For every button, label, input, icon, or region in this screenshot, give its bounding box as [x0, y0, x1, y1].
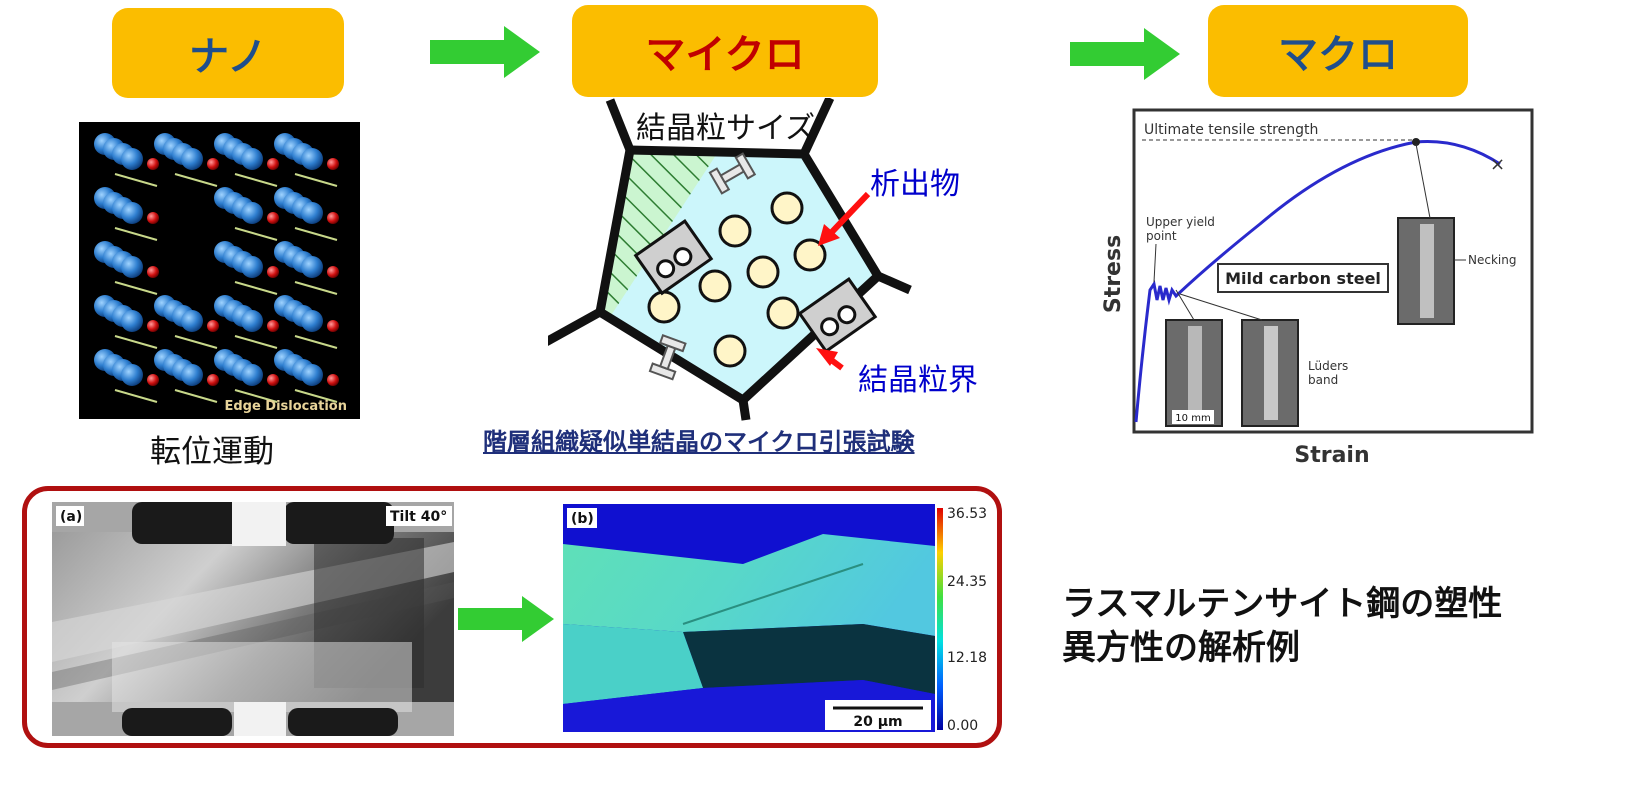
solute-atom [327, 266, 339, 278]
photo-scale-label: 10 mm [1175, 413, 1210, 424]
lattice-bond [114, 281, 158, 295]
solute-atom [327, 320, 339, 332]
solute-atom [267, 158, 279, 170]
grain-boundary-label: 結晶粒界 [858, 363, 978, 398]
arrow-right-icon [458, 596, 554, 642]
solute-atom [267, 320, 279, 332]
grain-size-label: 結晶粒サイズ [636, 111, 815, 146]
solute-atom [267, 374, 279, 386]
stage-micro-label: マイクロ [645, 32, 805, 78]
luders-label: Lüders [1308, 359, 1348, 373]
sem-image: (a) Tilt 40° [52, 502, 454, 736]
precipitate-label: 析出物 [870, 167, 960, 202]
grain-schematic: 結晶粒サイズ 析出物 結晶粒界 [548, 98, 978, 421]
scale-bar-label: 20 μm [853, 714, 902, 730]
lattice-bond [234, 389, 278, 403]
solute-atom [207, 320, 219, 332]
lattice-atom [121, 148, 143, 170]
stage-nano-label: ナノ [189, 34, 267, 80]
lattice-bond [234, 281, 278, 295]
fracture-x-icon: × [1490, 154, 1505, 175]
lattice-bond [294, 281, 338, 295]
lattice-atom [121, 256, 143, 278]
upper-yield-label: Upper yield [1146, 215, 1215, 229]
lattice-bond [294, 335, 338, 349]
micro-caption: 階層組織疑似単結晶のマイクロ引張試験 [483, 428, 915, 456]
lattice-bond [174, 335, 218, 349]
colorbar-tick: 0.00 [947, 718, 978, 734]
stress-strain-diagram: Ultimate tensile strength × Upper yield … [1101, 108, 1534, 468]
lattice-atom [241, 256, 263, 278]
lattice-atom [301, 148, 323, 170]
lattice-atom [241, 202, 263, 224]
sem-panel-label: (a) [60, 509, 82, 525]
map-panel-label: (b) [571, 511, 594, 527]
side-description-line-1: ラスマルテンサイト鋼の塑性 [1062, 584, 1503, 624]
y-axis-label: Stress [1101, 235, 1126, 313]
solute-atom [147, 158, 159, 170]
uts-label: Ultimate tensile strength [1144, 122, 1318, 138]
lattice-bond [174, 173, 218, 187]
lattice-bond [114, 389, 158, 403]
colorbar-tick: 24.35 [947, 574, 987, 590]
colorbar-tick: 36.53 [947, 506, 987, 522]
solute-atom [147, 266, 159, 278]
material-label: Mild carbon steel [1225, 269, 1381, 288]
side-description: ラスマルテンサイト鋼の塑性 異方性の解析例 [1062, 582, 1502, 670]
solute-atom [267, 212, 279, 224]
tilt-label: Tilt 40° [390, 509, 447, 525]
solute-atom [327, 212, 339, 224]
lattice-atom [121, 364, 143, 386]
stage-micro: マイクロ [572, 5, 878, 97]
solute-atom [207, 158, 219, 170]
lattice-bond [114, 173, 158, 187]
lattice-bond [294, 173, 338, 187]
lattice-bond [234, 173, 278, 187]
necking-label: Necking [1468, 253, 1516, 267]
lattice-atom [121, 310, 143, 332]
solute-atom [207, 374, 219, 386]
upper-yield-point-label: point [1146, 229, 1177, 243]
analysis-example-frame [22, 486, 1002, 748]
nano-caption: 転位運動 [150, 434, 274, 470]
lattice-bond [114, 335, 158, 349]
arrow-right-icon [430, 26, 540, 78]
lattice-bond [234, 335, 278, 349]
lattice-bond [234, 227, 278, 241]
lattice-atom [301, 310, 323, 332]
colorbar-tick: 12.18 [947, 650, 987, 666]
lattice-atom [241, 310, 263, 332]
stage-macro: マクロ [1208, 5, 1468, 97]
lattice-atom [301, 202, 323, 224]
luders-band-label: band [1308, 373, 1338, 387]
stage-nano: ナノ [112, 8, 344, 98]
lattice-bond [294, 227, 338, 241]
solute-atom [147, 374, 159, 386]
lattice-atom [181, 364, 203, 386]
lattice-atom [181, 310, 203, 332]
arrow-right-icon [1070, 28, 1180, 80]
solute-atom [327, 158, 339, 170]
dislocation-image-label: Edge Dislocation [224, 399, 347, 414]
lattice-atom [301, 364, 323, 386]
lattice-bond [174, 389, 218, 403]
solute-atom [147, 212, 159, 224]
solute-atom [327, 374, 339, 386]
lattice-bond [114, 227, 158, 241]
lattice-atom [241, 364, 263, 386]
dislocation-lattice-image: Edge Dislocation [79, 122, 360, 419]
height-map-image: (b) 20 μm 36.53 24.35 12.18 0.00 [563, 504, 987, 734]
lattice-atom [241, 148, 263, 170]
lattice-bond [294, 389, 338, 403]
x-axis-label: Strain [1294, 443, 1369, 468]
side-description-line-2: 異方性の解析例 [1062, 628, 1300, 668]
lattice-atom [121, 202, 143, 224]
lattice-atom [181, 148, 203, 170]
solute-atom [267, 266, 279, 278]
stage-macro-label: マクロ [1278, 32, 1398, 78]
solute-atom [147, 320, 159, 332]
lattice-atom [301, 256, 323, 278]
